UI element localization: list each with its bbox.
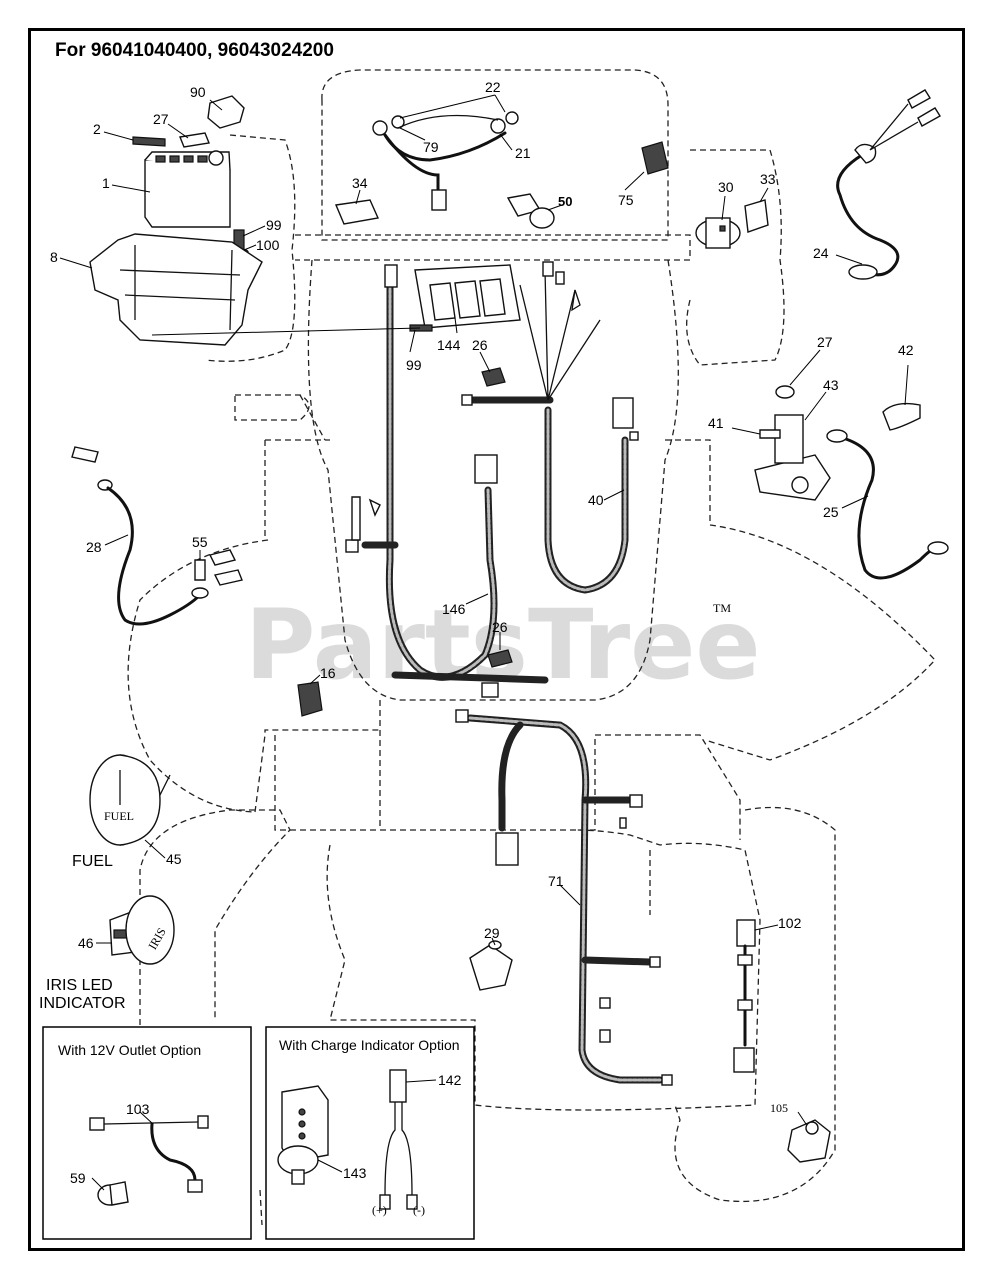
- fuse-26a: [481, 367, 506, 387]
- callout-100: 100: [256, 237, 280, 253]
- charge-plus-label: (+): [372, 1203, 387, 1217]
- callout-99-battery: 99: [266, 217, 282, 233]
- callout-144: 144: [437, 337, 461, 353]
- callout-41: 41: [708, 415, 724, 431]
- callout-143: 143: [343, 1165, 367, 1181]
- callout-79: 79: [423, 139, 439, 155]
- iris-caption-line1: IRIS LED: [46, 977, 113, 994]
- solenoid-cable-25: [826, 429, 949, 580]
- charge-harness-142: [379, 1069, 418, 1210]
- ground-cable-24: [836, 89, 941, 280]
- fuse-clips-55: [194, 549, 243, 586]
- callout-90: 90: [190, 84, 206, 100]
- callout-1: 1: [102, 175, 110, 191]
- callout-55: 55: [192, 534, 208, 550]
- watermark-text: PartsTree: [245, 589, 760, 701]
- battery-group: [89, 95, 263, 346]
- nut-27: [179, 132, 210, 148]
- outlet-option-box: [42, 1026, 252, 1240]
- callout-33: 33: [760, 171, 776, 187]
- connector-16: [297, 681, 323, 717]
- callout-43: 43: [823, 377, 839, 393]
- bolt-41: [759, 429, 781, 439]
- callout-59: 59: [70, 1170, 86, 1186]
- page-frame: [28, 28, 965, 1251]
- charge-option-title: With Charge Indicator Option: [279, 1037, 460, 1053]
- watermark-tm: TM: [713, 601, 731, 615]
- callout-22: 22: [485, 79, 501, 95]
- switch-75: [641, 141, 669, 175]
- callout-146: 146: [442, 601, 466, 617]
- callout-142: 142: [438, 1072, 462, 1088]
- charge-indicator-143: [277, 1085, 329, 1185]
- iris-caption-line2: INDICATOR: [39, 995, 126, 1012]
- battery-tray-8: [89, 233, 263, 346]
- page-title: For 96041040400, 96043024200: [55, 40, 334, 61]
- callout-102: 102: [778, 915, 802, 931]
- callout-42: 42: [898, 342, 914, 358]
- callout-27-solenoid: 27: [817, 334, 833, 350]
- callout-50: 50: [558, 194, 572, 209]
- fuse-26b: [487, 649, 513, 668]
- callout-99-module: 99: [406, 357, 422, 373]
- callout-8: 8: [50, 249, 58, 265]
- callout-25: 25: [823, 504, 839, 520]
- headlight-assembly: [372, 111, 519, 211]
- callout-29: 29: [484, 925, 500, 941]
- iris-indicator-46: IRIS: [109, 895, 175, 965]
- battery-cells: [155, 155, 208, 163]
- callout-24: 24: [813, 245, 829, 261]
- terminal-cap-90: [207, 95, 245, 129]
- fuel-caption: FUEL: [72, 853, 113, 870]
- harness-40: [544, 397, 639, 594]
- terminal-boot-42: [882, 402, 921, 431]
- callout-28: 28: [86, 539, 102, 555]
- callout-2: 2: [93, 121, 101, 137]
- charge-minus-label: (-): [413, 1203, 425, 1217]
- outlet-harness-103: [89, 1115, 209, 1193]
- callout-75: 75: [618, 192, 634, 208]
- ignition-switch-30: [695, 217, 741, 249]
- relay-105: [787, 1119, 831, 1163]
- nut-27b: [775, 385, 795, 399]
- callout-45: 45: [166, 851, 182, 867]
- headlight-connector: [431, 189, 447, 211]
- callout-103: 103: [126, 1101, 150, 1117]
- fuel-gauge-45: FUEL: [89, 754, 171, 846]
- callout-labels: 90 2 27 1 99 100 8 22 79 21 34 50 75 30 …: [50, 79, 914, 1186]
- battery-bolt-2: [132, 136, 166, 147]
- callout-40: 40: [588, 492, 604, 508]
- callout-27-battery: 27: [153, 111, 169, 127]
- callout-71: 71: [548, 873, 564, 889]
- switch-50: [506, 193, 555, 229]
- harness-71: [455, 709, 673, 1086]
- starter-solenoid-43: [754, 414, 831, 501]
- battery-cable-28: [71, 446, 209, 626]
- callout-26-mid: 26: [492, 619, 508, 635]
- gauge-face-label: FUEL: [104, 809, 134, 823]
- leader-lines: [59, 94, 909, 1191]
- callout-16: 16: [320, 665, 336, 681]
- callout-34: 34: [352, 175, 368, 191]
- battery-terminal: [208, 150, 224, 166]
- callout-21: 21: [515, 145, 531, 161]
- outlet-option-title: With 12V Outlet Option: [58, 1042, 201, 1058]
- switch-29: [469, 940, 513, 991]
- battery-1: [144, 159, 231, 228]
- engine-module-144: [414, 264, 521, 329]
- callout-26-top: 26: [472, 337, 488, 353]
- tractor-outline: [127, 69, 936, 1226]
- fuse-holder-102: [733, 919, 756, 1073]
- callout-105: 105: [770, 1101, 788, 1115]
- switch-34: [335, 199, 380, 225]
- main-harness-146: [345, 261, 601, 698]
- bolt-99b: [409, 324, 433, 332]
- callout-30: 30: [718, 179, 734, 195]
- ignition-key-33: [744, 199, 769, 233]
- callout-46: 46: [78, 935, 94, 951]
